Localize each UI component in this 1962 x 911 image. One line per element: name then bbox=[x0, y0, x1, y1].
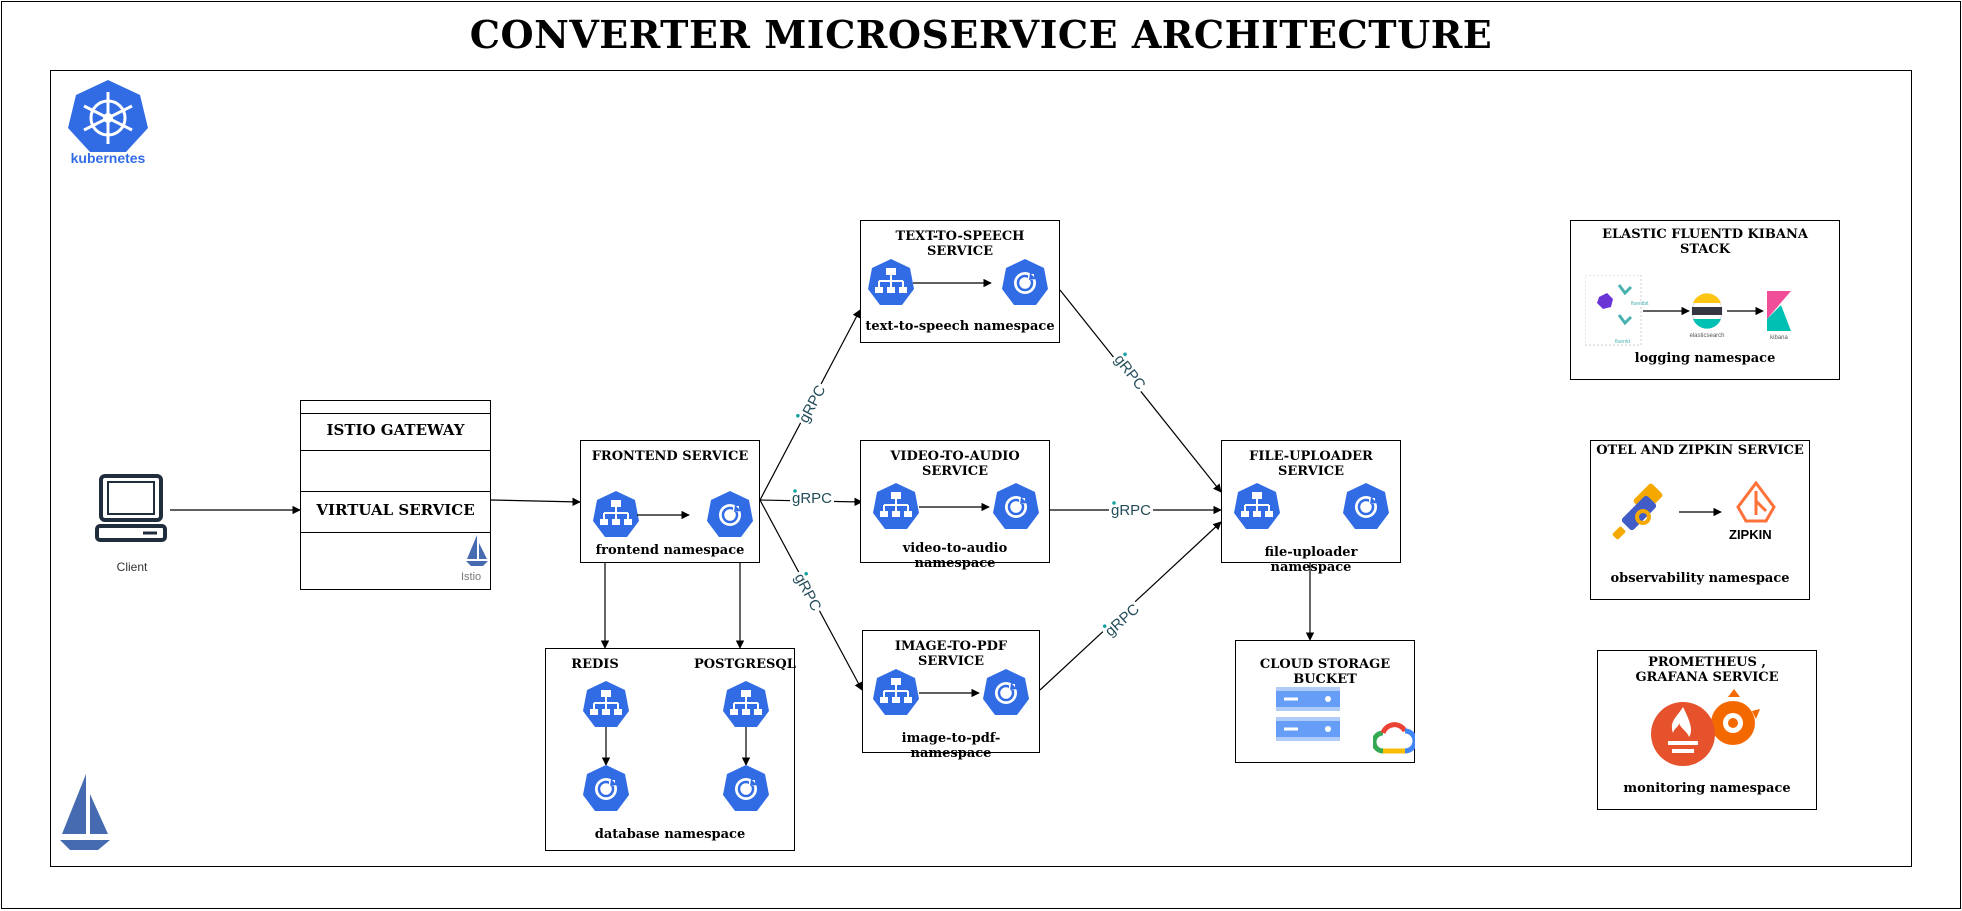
fluentbit-icon bbox=[1617, 284, 1633, 296]
v2a-namespace-label: video-to-audio namespace bbox=[902, 541, 1008, 571]
computer-icon bbox=[95, 474, 167, 542]
redis-svc-icon bbox=[582, 680, 630, 728]
google-cloud-icon bbox=[1373, 722, 1415, 754]
svg-text:fluentd: fluentd bbox=[1615, 339, 1630, 345]
client-node: Client bbox=[88, 470, 178, 580]
svg-text:gRPC: gRPC bbox=[1111, 502, 1151, 519]
uploader-namespace-label: file-uploader namespace bbox=[1264, 545, 1358, 575]
i2p-deploy-icon bbox=[981, 667, 1031, 717]
tts-pods bbox=[867, 257, 1050, 307]
istio-gateway-label: ISTIO GATEWAY bbox=[326, 421, 465, 439]
frontend-pods bbox=[592, 489, 755, 539]
i2p-namespace-label: image-to-pdf-namespace bbox=[901, 731, 1001, 761]
efk-box: ELASTIC FLUENTD KIBANA STACK fluentbit f… bbox=[1570, 220, 1840, 380]
efk-graphic: fluentbit fluentd elasticsearch kibana bbox=[1585, 275, 1791, 346]
database-namespace-label: database namespace bbox=[594, 827, 746, 842]
grpc-label-i2p: gRPC bbox=[789, 567, 829, 616]
i2p-pods bbox=[872, 667, 1031, 717]
i2p-title: IMAGE-TO-PDF SERVICE bbox=[894, 639, 1008, 669]
zipkin-label: ZIPKIN bbox=[1729, 527, 1772, 542]
uploader-svc-icon bbox=[1233, 482, 1281, 530]
redis-deploy-icon bbox=[581, 763, 631, 813]
database-pods bbox=[581, 680, 771, 813]
prometheus-grafana-icon bbox=[1651, 689, 1760, 766]
frontend-svc-icon bbox=[592, 490, 640, 538]
efk-title: ELASTIC FLUENTD KIBANA STACK bbox=[1602, 227, 1808, 257]
frontend-deploy-icon bbox=[705, 489, 755, 539]
kubernetes-wheel-icon bbox=[68, 80, 148, 152]
v2a-pods bbox=[872, 481, 1041, 531]
svg-text:fluentbit: fluentbit bbox=[1631, 301, 1649, 307]
arrow-virtual-service-to-frontend bbox=[490, 497, 581, 507]
svg-text:elasticsearch: elasticsearch bbox=[1689, 333, 1724, 339]
fluentbit-k8s-icon bbox=[1597, 293, 1613, 309]
v2a-svc-icon bbox=[872, 482, 920, 530]
svg-text:gRPC: gRPC bbox=[792, 490, 832, 507]
v2a-service-box: VIDEO-TO-AUDIO SERVICE video-to-audio na… bbox=[860, 440, 1050, 571]
grpc-label-tts-uploader: gRPC bbox=[1109, 347, 1153, 395]
storage-title: CLOUD STORAGE BUCKET bbox=[1259, 657, 1391, 687]
grpc-label-v2a: gRPC bbox=[790, 487, 834, 507]
uploader-service-box: FILE-UPLOADER SERVICE file-uploader name… bbox=[1221, 440, 1401, 575]
grpc-label-i2p-uploader: gRPC bbox=[1098, 597, 1145, 642]
frontend-namespace-label: frontend namespace bbox=[595, 543, 745, 558]
otel-namespace-label: observability namespace bbox=[1610, 571, 1790, 586]
uploader-deploy-icon bbox=[1341, 481, 1391, 531]
opentelemetry-icon bbox=[1612, 483, 1663, 540]
istio-small-label: Istio bbox=[461, 571, 482, 583]
storage-server-icon bbox=[1276, 687, 1340, 741]
storage-box: CLOUD STORAGE BUCKET bbox=[1235, 640, 1415, 763]
tts-deploy-icon bbox=[1000, 257, 1050, 307]
monitoring-box: PROMETHEUS , GRAFANA SERVICE monitoring … bbox=[1597, 650, 1817, 810]
client-label: Client bbox=[116, 560, 148, 574]
redis-title: REDIS bbox=[571, 657, 619, 672]
frontend-title: FRONTEND SERVICE bbox=[591, 449, 749, 464]
monitoring-title: PROMETHEUS , GRAFANA SERVICE bbox=[1635, 655, 1779, 685]
istio-box: ISTIO GATEWAY VIRTUAL SERVICE Istio bbox=[300, 400, 491, 590]
frontend-service-box: FRONTEND SERVICE frontend namespace bbox=[580, 440, 760, 563]
postgres-title: POSTGRESQL bbox=[694, 657, 796, 672]
fluentd-icon bbox=[1617, 314, 1633, 326]
tts-namespace-label: text-to-speech namespace bbox=[865, 319, 1055, 334]
v2a-deploy-icon bbox=[991, 481, 1041, 531]
otel-title: OTEL AND ZIPKIN SERVICE bbox=[1596, 443, 1804, 458]
otel-to-zipkin-arrow bbox=[1679, 507, 1722, 517]
postgres-svc-icon bbox=[722, 680, 770, 728]
grpc-label-v2a-uploader: gRPC bbox=[1109, 499, 1153, 519]
tts-title: TEXT-TO-SPEECH SERVICE bbox=[895, 229, 1025, 259]
tts-svc-icon bbox=[867, 258, 915, 306]
istio-logo-icon bbox=[60, 774, 110, 850]
svg-text:kibana: kibana bbox=[1770, 335, 1788, 341]
istio-small-icon bbox=[466, 535, 488, 566]
grpc-label-tts: gRPC bbox=[791, 379, 831, 428]
i2p-service-box: IMAGE-TO-PDF SERVICE image-to-pdf-namesp… bbox=[862, 630, 1040, 761]
database-box: REDIS POSTGRESQL database namespace bbox=[545, 648, 796, 851]
uploader-title: FILE-UPLOADER SERVICE bbox=[1249, 449, 1373, 479]
v2a-title: VIDEO-TO-AUDIO SERVICE bbox=[890, 449, 1020, 479]
kubernetes-logo: kubernetes bbox=[66, 78, 150, 168]
efk-namespace-label: logging namespace bbox=[1634, 351, 1776, 366]
diagram-title: CONVERTER MICROSERVICE ARCHITECTURE bbox=[469, 12, 1493, 57]
monitoring-namespace-label: monitoring namespace bbox=[1623, 781, 1791, 796]
virtual-service-label: VIRTUAL SERVICE bbox=[316, 501, 475, 519]
kubernetes-label: kubernetes bbox=[70, 150, 146, 166]
postgres-deploy-icon bbox=[721, 763, 771, 813]
i2p-svc-icon bbox=[872, 668, 920, 716]
tts-service-box: TEXT-TO-SPEECH SERVICE text-to-speech na… bbox=[860, 220, 1060, 343]
otel-box: OTEL AND ZIPKIN SERVICE ZIPKIN observabi… bbox=[1590, 440, 1810, 600]
zipkin-icon bbox=[1736, 481, 1776, 523]
